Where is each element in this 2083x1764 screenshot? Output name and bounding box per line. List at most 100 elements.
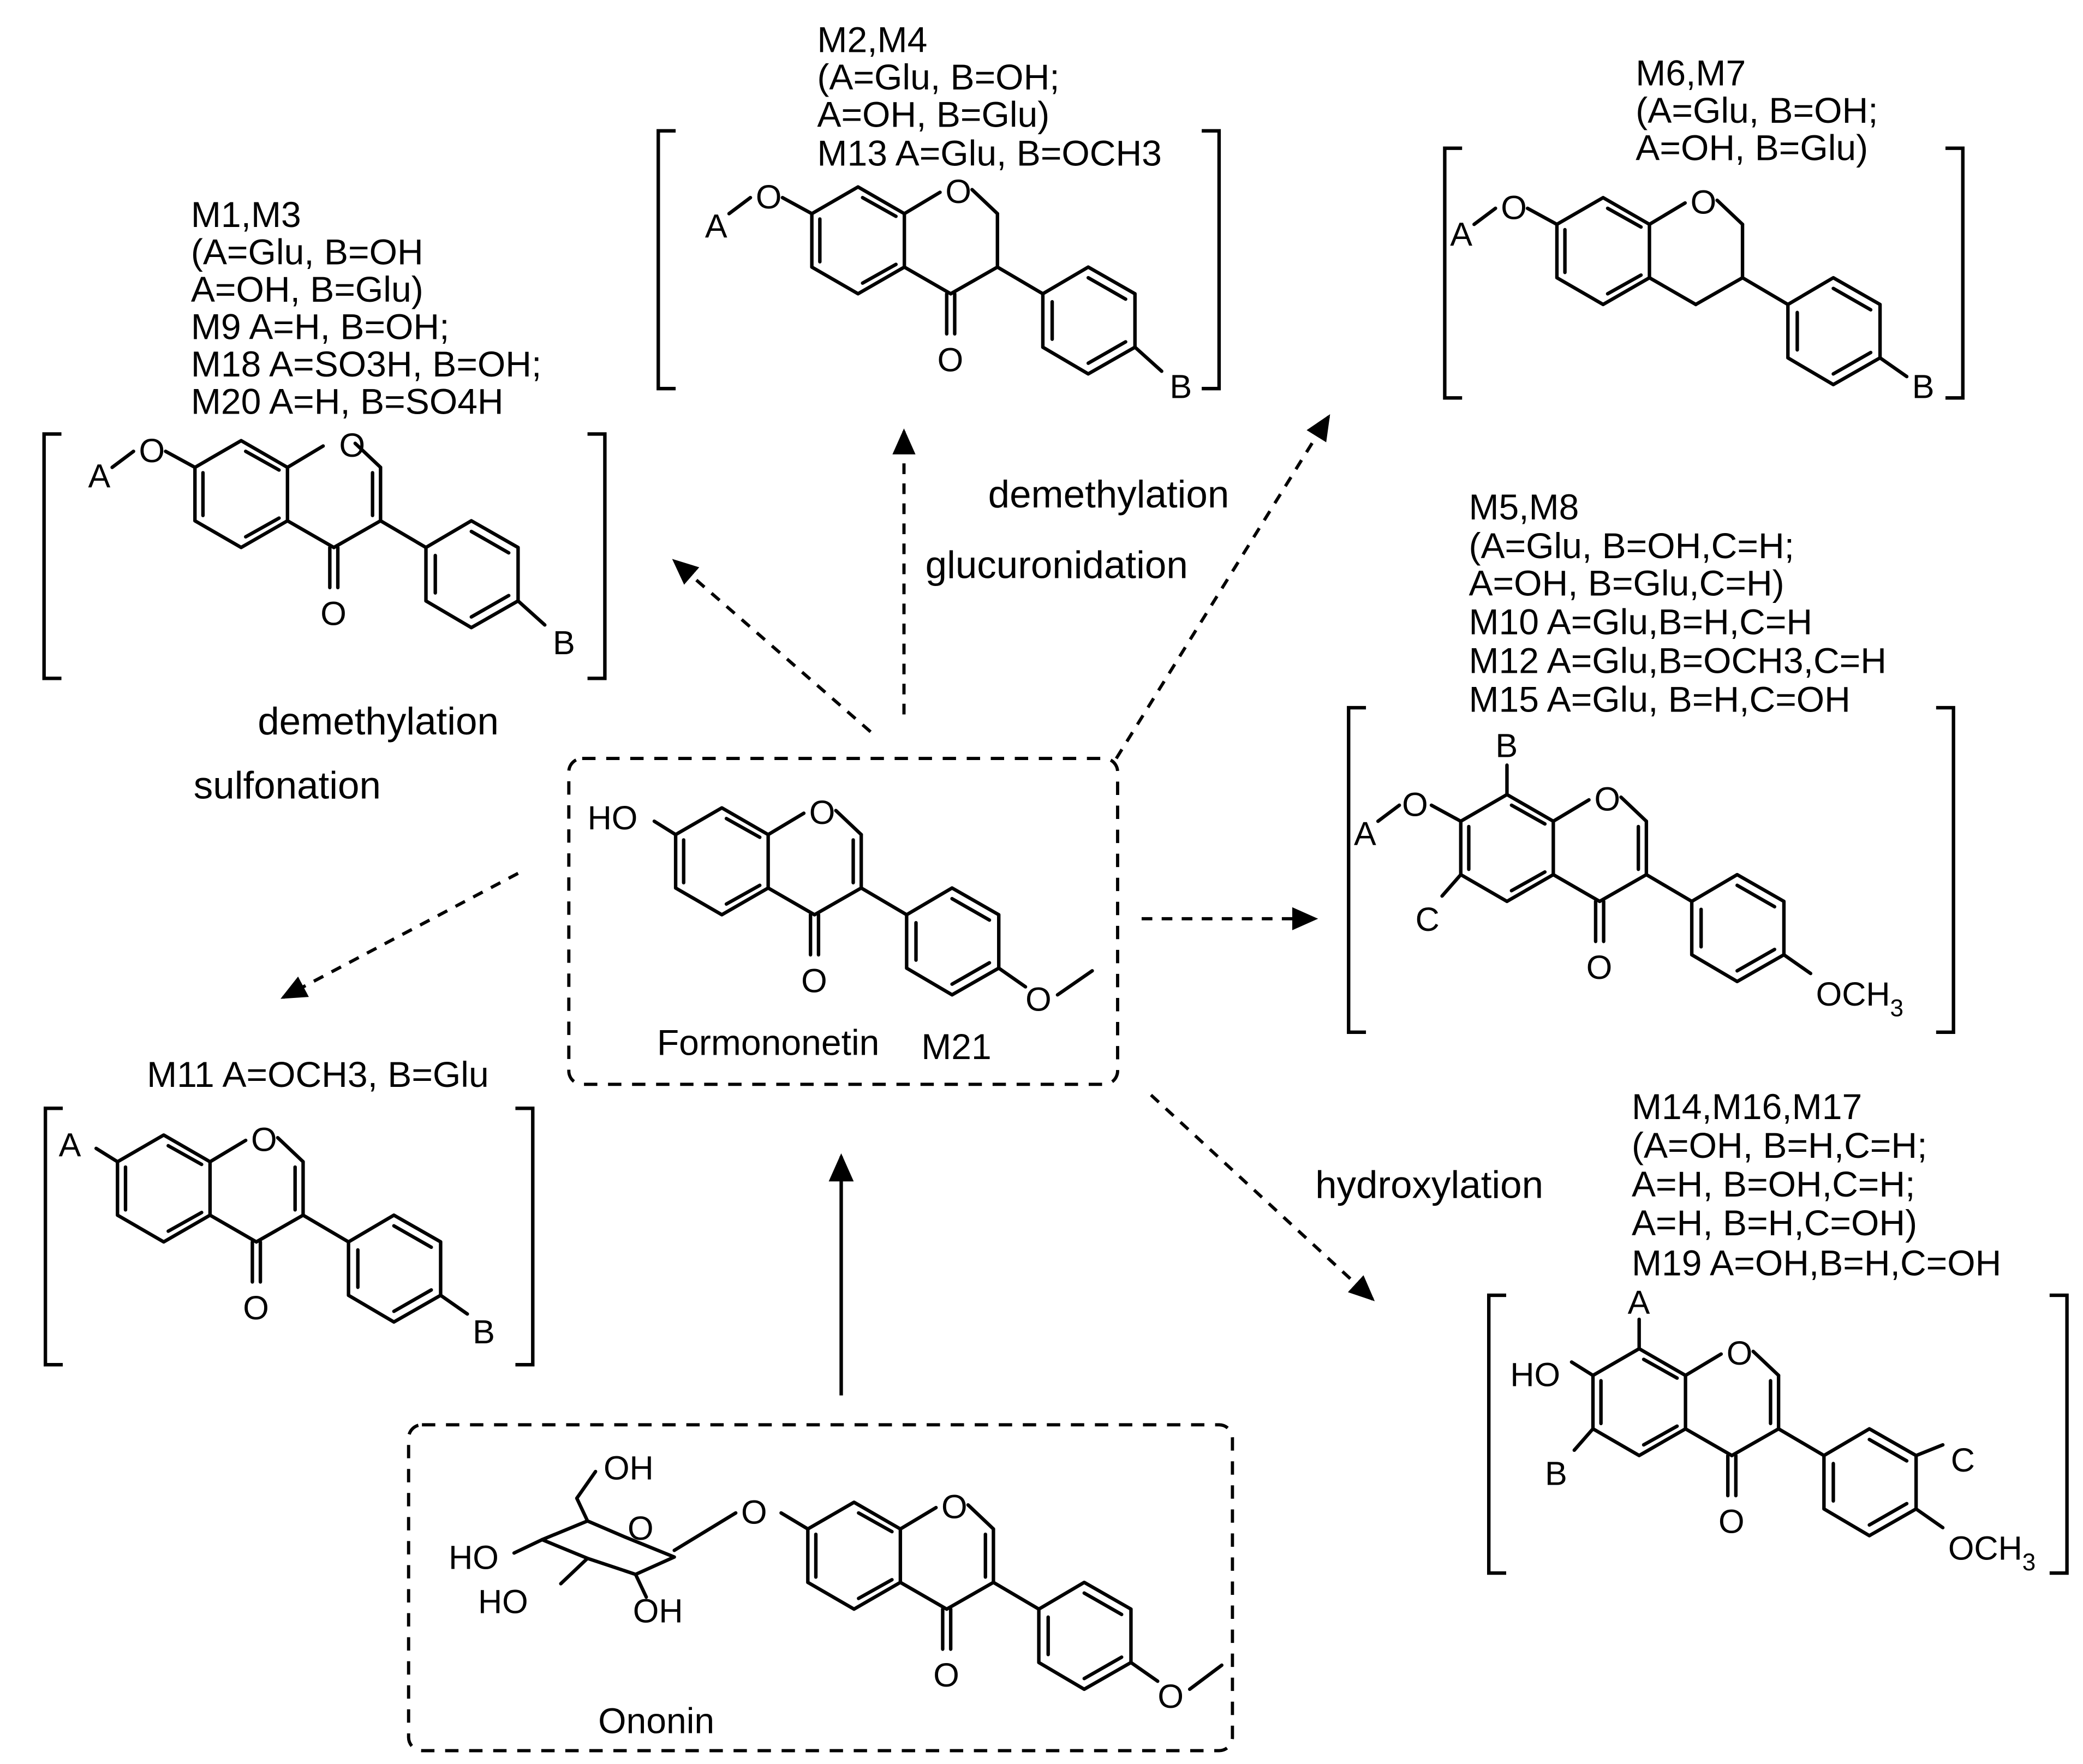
atom-ho: HO: [1510, 1356, 1560, 1393]
atom-c: C: [1416, 901, 1440, 938]
atom-methoxy-o: O: [1025, 981, 1052, 1018]
atom-b: B: [1545, 1455, 1567, 1492]
atom-ring-o: O: [1594, 781, 1620, 818]
label-m1-line-3: A=OH, B=Glu): [191, 270, 423, 310]
label-m6-line-2: (A=Glu, B=OH;: [1636, 91, 1878, 131]
atom-och3: OCH3: [1948, 1530, 2036, 1576]
atom-carbonyl-o: O: [1586, 949, 1613, 986]
atom-ho: HO: [588, 799, 638, 836]
atom-och3: OCH3: [1816, 976, 1903, 1022]
label-m5-line-2: (A=Glu, B=OH,C=H;: [1469, 526, 1794, 566]
ononin-box: [407, 1423, 1234, 1753]
arrow-to-m1: [672, 559, 872, 733]
label-m2-line-3: A=OH, B=Glu): [817, 94, 1049, 135]
structure-m6: O A O B: [1450, 184, 1934, 405]
atom-b: B: [473, 1313, 495, 1350]
bracket-m11: [44, 1107, 535, 1367]
label-m14-group: M14,M16,M17 (A=OH, B=H,C=H; A=H, B=OH,C=…: [1632, 1087, 2001, 1283]
atom-ho-4: HO: [449, 1539, 499, 1576]
arrow-to-m11: [280, 871, 519, 999]
label-m1-line-1: M1,M3: [191, 195, 301, 235]
atom-b: B: [1169, 368, 1192, 405]
label-m14-line-3: A=H, B=OH,C=H;: [1632, 1164, 1915, 1205]
compound-m21-label: M21: [921, 1027, 992, 1067]
process-demethylation-top: demethylation: [988, 473, 1229, 516]
process-hydroxylation: hydroxylation: [1315, 1163, 1543, 1206]
label-m2-line-2: (A=Glu, B=OH;: [817, 57, 1059, 98]
compound-ononin-name: Ononin: [598, 1701, 714, 1742]
bracket-m1: [42, 432, 607, 680]
label-m5-m8-group: M5,M8 (A=Glu, B=OH,C=H; A=OH, B=Glu,C=H)…: [1469, 487, 1886, 720]
label-m1-line-6: M20 A=H, B=SO4H: [191, 382, 504, 422]
bracket-m6: [1443, 146, 1965, 400]
label-m1-m3-group: M1,M3 (A=Glu, B=OH A=OH, B=Glu) M9 A=H, …: [191, 195, 541, 422]
atom-b: B: [553, 624, 575, 661]
label-m5-line-4: M10 A=Glu,B=H,C=H: [1469, 602, 1812, 643]
atom-b: B: [1912, 368, 1935, 405]
label-m14-line-1: M14,M16,M17: [1632, 1087, 1862, 1127]
atom-carbonyl-o: O: [933, 1657, 959, 1694]
structure-ononin: O O O O: [672, 1488, 1223, 1715]
process-sulfonation: sulfonation: [194, 764, 381, 808]
atom-ring-o: O: [945, 173, 971, 210]
atom-carbonyl-o: O: [243, 1289, 269, 1326]
label-m1-line-2: (A=Glu, B=OH: [191, 232, 423, 273]
structure-formononetin: HO O O O: [588, 794, 1094, 1018]
atom-carbonyl-o: O: [938, 341, 964, 378]
atom-carbonyl-o: O: [801, 962, 827, 999]
atom-ring-o: O: [251, 1121, 277, 1158]
label-m1-line-5: M18 A=SO3H, B=OH;: [191, 344, 541, 385]
label-m14-line-2: (A=OH, B=H,C=H;: [1632, 1126, 1927, 1166]
label-m14-line-5: M19 A=OH,B=H,C=OH: [1632, 1243, 2001, 1283]
atom-ring-o: O: [1691, 184, 1717, 221]
atom-o: O: [756, 178, 782, 216]
atom-ring-o: O: [941, 1488, 968, 1526]
atom-ring-o: O: [1727, 1335, 1753, 1372]
label-m11: M11 A=OCH3, B=Glu: [147, 1055, 489, 1095]
atom-carbonyl-o: O: [1718, 1503, 1745, 1540]
process-glucuronidation: glucuronidation: [926, 544, 1188, 587]
structure-m2: O A O O B: [705, 173, 1192, 405]
atom-ho-3: HO: [478, 1583, 528, 1620]
atom-a: A: [1450, 216, 1472, 253]
atom-o: O: [1501, 189, 1527, 226]
atom-oh-2: OH: [633, 1593, 683, 1630]
label-m1-line-4: M9 A=H, B=OH;: [191, 307, 450, 348]
arrow-to-m14: [1150, 1093, 1375, 1301]
atom-ring-o-glc: O: [628, 1510, 654, 1547]
label-m2-m4-group: M2,M4 (A=Glu, B=OH; A=OH, B=Glu) M13 A=G…: [817, 20, 1161, 174]
structure-glucose: HO HO OH OH O: [449, 1450, 683, 1630]
atom-o: O: [139, 432, 165, 469]
label-m2-line-1: M2,M4: [817, 20, 927, 60]
atom-o: O: [1402, 786, 1428, 823]
atom-a: A: [1354, 815, 1376, 852]
label-m14-line-4: A=H, B=H,C=OH): [1632, 1203, 1917, 1243]
atom-b: B: [1495, 727, 1518, 764]
atom-glycosidic-o: O: [741, 1493, 767, 1530]
label-m5-line-5: M12 A=Glu,B=OCH3,C=H: [1469, 641, 1886, 681]
atom-a: A: [88, 457, 110, 494]
bracket-m14: [1487, 1293, 2069, 1575]
label-m5-line-1: M5,M8: [1469, 487, 1579, 528]
atom-ring-o: O: [339, 427, 365, 464]
arrow-to-m6: [1115, 414, 1330, 760]
process-demethylation-left: demethylation: [258, 700, 499, 743]
structure-m1: O A O O B: [88, 427, 575, 661]
atom-a: A: [59, 1126, 81, 1163]
label-m5-line-6: M15 A=Glu, B=H,C=OH: [1469, 679, 1850, 720]
structure-m5: O A B C O O OCH3: [1354, 727, 1903, 1022]
atom-carbonyl-o: O: [320, 595, 347, 632]
atom-a: A: [705, 208, 727, 245]
atom-a: A: [1628, 1284, 1650, 1321]
reaction-arrows: [280, 414, 1375, 1396]
compound-formononetin-name: Formononetin: [657, 1022, 880, 1063]
structure-m11: A O O B: [59, 1121, 495, 1350]
label-m2-line-4: M13 A=Glu, B=OCH3: [817, 133, 1161, 174]
structure-m14: HO A B O O C OCH3: [1510, 1284, 2036, 1576]
atom-oh-6: OH: [604, 1450, 654, 1487]
bracket-m5: [1347, 705, 1955, 1035]
atom-c: C: [1951, 1442, 1975, 1479]
label-m6-m7-group: M6,M7 (A=Glu, B=OH; A=OH, B=Glu): [1636, 53, 1878, 169]
label-m6-line-3: A=OH, B=Glu): [1636, 128, 1868, 169]
